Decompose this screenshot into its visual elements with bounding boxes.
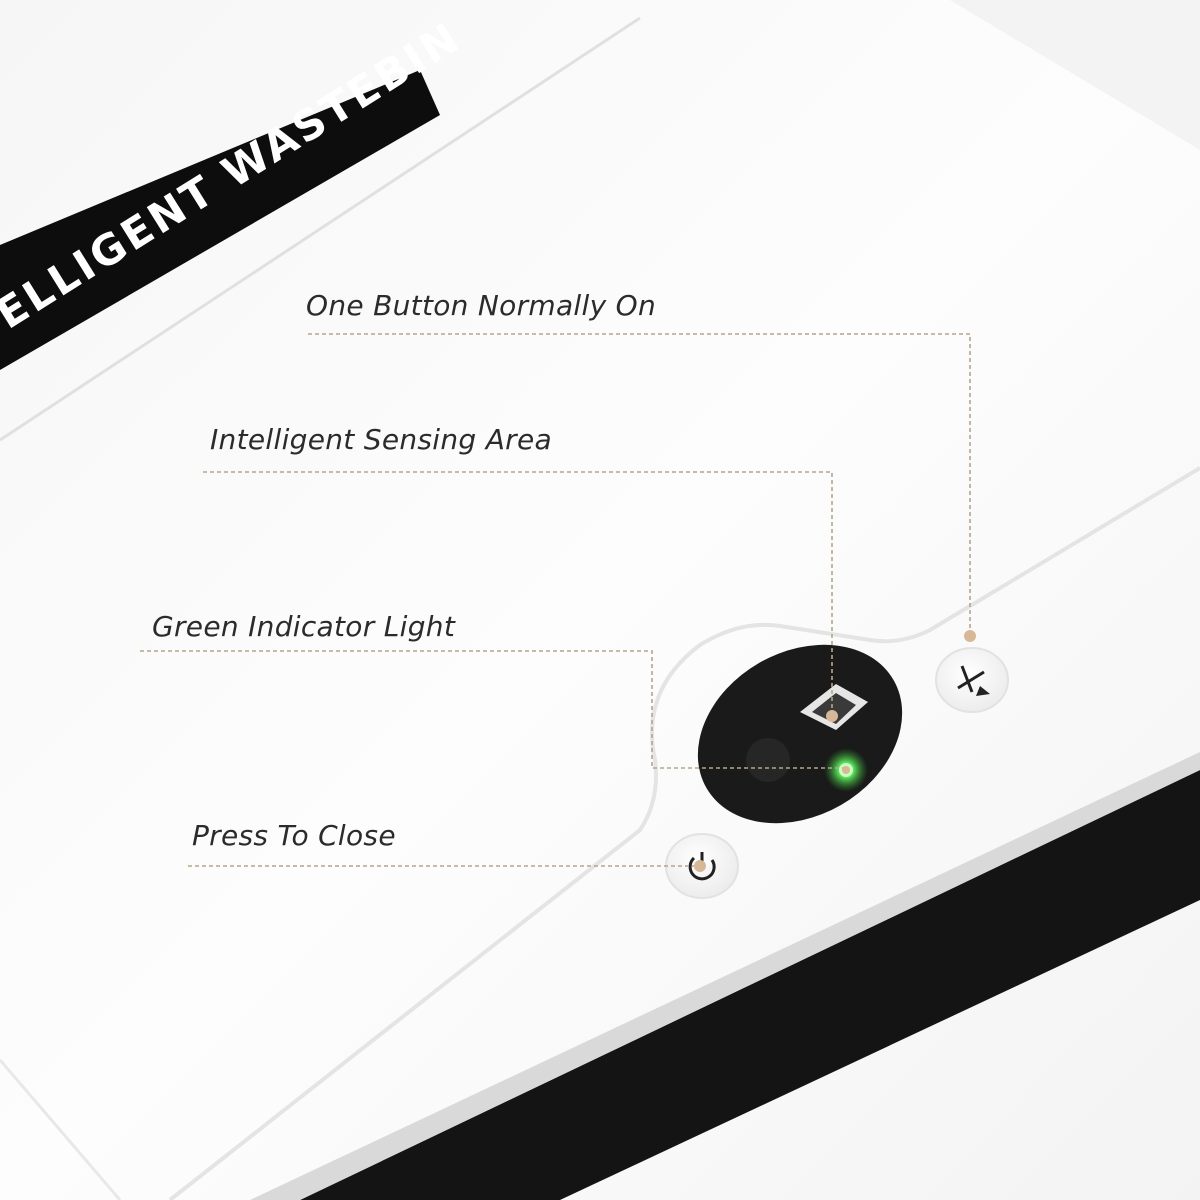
callout-one-button: One Button Normally On [306,289,657,322]
leader-indicator [140,650,846,769]
callout-leaders [140,333,971,867]
sensor-module [697,644,903,824]
lid-open-icon [957,665,990,696]
callout-dots [694,630,976,872]
camera-lens [746,738,790,782]
lid-rim [0,0,1200,150]
lid-open-button[interactable] [935,647,1009,713]
panel-seam-left [0,1059,122,1200]
lid-edge-highlight [250,752,1200,1200]
panel-seam-lower [168,466,1200,1200]
callout-press-close: Press To Close [192,819,396,852]
dot-press-close [694,860,706,872]
sensor-icon [800,684,868,730]
dot-one-button [964,630,976,642]
callout-sensing-area: Intelligent Sensing Area [210,423,552,456]
callout-indicator: Green Indicator Light [152,610,456,643]
panel-seam-top [0,16,641,442]
dot-indicator [842,766,850,774]
dot-sensing-area [826,710,838,722]
leader-one-button [308,333,971,632]
